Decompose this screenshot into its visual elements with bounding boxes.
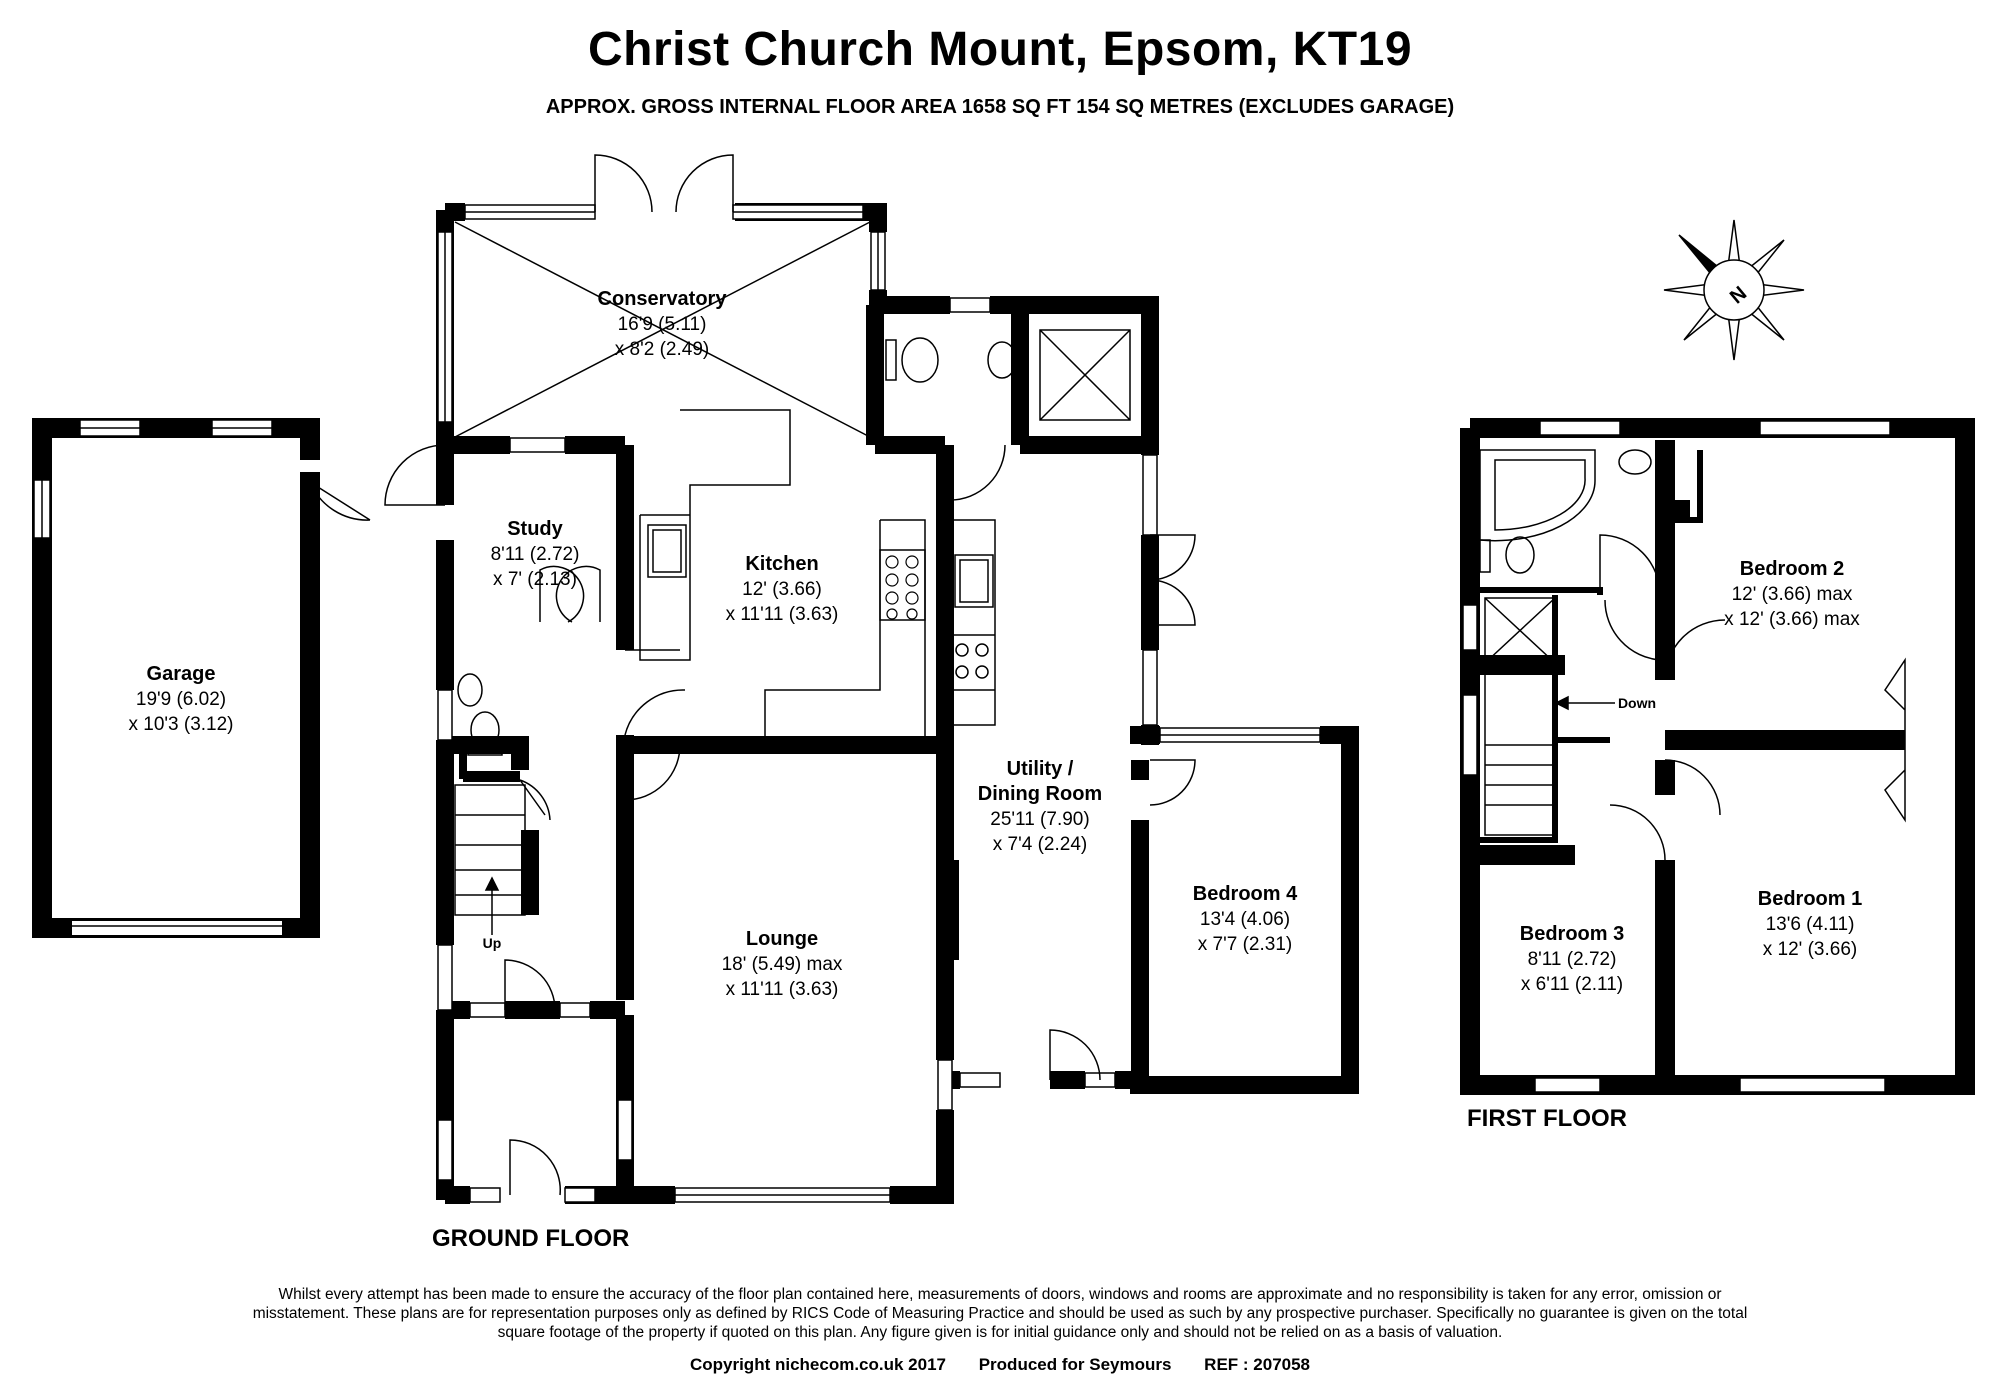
garage-windows — [33, 419, 282, 935]
utility-name-1: Utility / — [1007, 758, 1074, 780]
utility-dim-1: 25'11 (7.90) — [990, 809, 1089, 830]
conservatory-dim-1: 16'9 (5.11) — [618, 314, 707, 335]
bedroom1-dim-2: x 12' (3.66) — [1763, 939, 1857, 960]
study-dim-1: 8'11 (2.72) — [491, 544, 580, 565]
kitchen-dim-2: x 11'11 (3.63) — [726, 604, 839, 625]
first-floor-label: FIRST FLOOR — [1467, 1105, 1627, 1132]
bedroom2-dim-1: 12' (3.66) max — [1732, 584, 1853, 605]
ground-floor-doors — [384, 154, 1196, 1196]
stairs-down — [1484, 669, 1615, 836]
bedroom1-name: Bedroom 1 — [1758, 888, 1862, 910]
bedroom4-name: Bedroom 4 — [1193, 883, 1298, 905]
bedroom1-dim-1: 13'6 (4.11) — [1766, 914, 1855, 935]
first-floor-windows — [1462, 420, 1891, 1093]
bedroom2-name: Bedroom 2 — [1740, 558, 1844, 580]
conservatory-roof-lines — [454, 221, 871, 438]
kitchen-dim-1: 12' (3.66) — [742, 579, 822, 600]
stairs-down-label: Down — [1618, 695, 1656, 711]
study-dim-2: x 7' (2.13) — [493, 569, 577, 590]
kitchen-counters — [639, 409, 926, 745]
kitchen-hob — [885, 555, 919, 620]
ensuite-fixtures — [885, 329, 1131, 421]
lounge-name: Lounge — [746, 928, 818, 950]
disclaimer-text: Whilst every attempt has been made to en… — [252, 1286, 1748, 1341]
stairs-up-label: Up — [483, 935, 502, 951]
lounge-dim-1: 18' (5.49) max — [722, 954, 843, 975]
bedroom4-dim-2: x 7'7 (2.31) — [1198, 934, 1292, 955]
bedroom3-dim-1: 8'11 (2.72) — [1528, 949, 1617, 970]
utility-name-2: Dining Room — [978, 783, 1102, 805]
copyright-text: Copyright nichecom.co.uk 2017 — [689, 1355, 946, 1374]
floor-area-subtitle: APPROX. GROSS INTERNAL FLOOR AREA 1658 S… — [545, 96, 1455, 118]
bedroom3-dim-2: x 6'11 (2.11) — [1521, 974, 1623, 995]
compass-rose — [1663, 219, 1805, 361]
ground-wc-fixtures — [457, 673, 503, 756]
study-name: Study — [507, 518, 563, 540]
plan-title: Christ Church Mount, Epsom, KT19 — [587, 23, 1413, 76]
lounge-dim-2: x 11'11 (3.63) — [726, 979, 839, 1000]
reference-text: REF : 207058 — [1204, 1355, 1311, 1374]
garage-name: Garage — [147, 663, 216, 685]
ground-floor-walls — [436, 203, 1359, 1204]
footer: Copyright nichecom.co.uk 2017 Produced f… — [0, 1355, 2000, 1375]
kitchen-name: Kitchen — [745, 553, 818, 575]
bedroom4-dim-1: 13'4 (4.06) — [1200, 909, 1290, 930]
first-floor-doors — [1599, 534, 1906, 861]
produced-for-text: Produced for Seymours — [978, 1355, 1172, 1374]
garage-door-swing — [309, 481, 371, 521]
utility-dim-2: x 7'4 (2.24) — [993, 834, 1087, 855]
conservatory-dim-2: x 8'2 (2.49) — [615, 339, 709, 360]
ground-floor-thin-walls — [459, 745, 520, 782]
first-floor-walls — [1460, 418, 1975, 1095]
bedroom3-name: Bedroom 3 — [1520, 923, 1624, 945]
first-floor-bathroom-fixtures — [1479, 449, 1652, 664]
ground-floor-label: GROUND FLOOR — [432, 1225, 629, 1252]
bedroom2-dim-2: x 12' (3.66) max — [1724, 609, 1860, 630]
garage-dim-1: 19'9 (6.02) — [136, 689, 226, 710]
garage-dim-2: x 10'3 (3.12) — [128, 714, 233, 735]
stairs-up — [454, 784, 526, 935]
utility-counters — [950, 519, 996, 726]
conservatory-name: Conservatory — [598, 288, 728, 310]
ground-floor-windows — [437, 204, 1321, 1203]
